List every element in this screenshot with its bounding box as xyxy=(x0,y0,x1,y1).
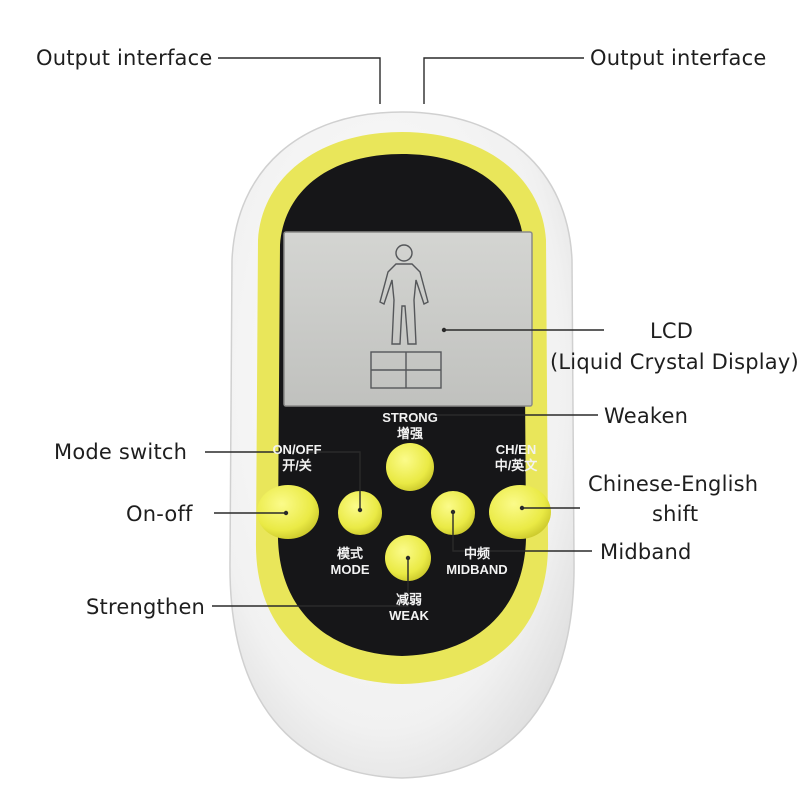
callout-output-right: Output interface xyxy=(590,46,767,70)
leader-output-left xyxy=(218,57,381,104)
midband-label: 中频 MIDBAND xyxy=(434,546,520,578)
leader-strengthen xyxy=(212,558,409,607)
strong-button[interactable] xyxy=(386,443,434,491)
leader-output-right xyxy=(423,57,584,104)
lcd-screen xyxy=(283,231,533,407)
on-off-label: ON/OFF 开/关 xyxy=(262,442,332,474)
callout-mode-switch: Mode switch xyxy=(54,440,188,464)
lcd-grid-icon xyxy=(370,351,442,389)
ch-en-label-cn: 中/英文 xyxy=(494,458,538,473)
callout-output-left: Output interface xyxy=(36,46,213,70)
leader-lines xyxy=(205,57,604,607)
callout-chinese-english-shift: shift xyxy=(652,502,699,526)
callout-strengthen: Strengthen xyxy=(86,595,206,619)
mode-button[interactable] xyxy=(338,491,382,535)
strong-label: STRONG 增强 xyxy=(370,410,450,442)
mode-label-en: MODE xyxy=(330,562,370,577)
ch-en-button[interactable] xyxy=(489,485,551,539)
ch-en-label-en: CH/EN xyxy=(495,442,537,457)
on-off-label-en: ON/OFF xyxy=(272,442,322,457)
on-off-label-cn: 开/关 xyxy=(282,458,312,473)
callout-lcd: LCD xyxy=(650,319,694,343)
callout-chinese-english: Chinese-English xyxy=(588,472,759,496)
leader-mode-switch xyxy=(205,451,361,510)
body-figure-icon xyxy=(379,244,429,345)
weak-label-cn: 减弱 xyxy=(395,592,422,607)
mode-label-cn: 模式 xyxy=(336,546,363,561)
strong-label-en: STRONG xyxy=(382,410,438,425)
mode-label: 模式 MODE xyxy=(318,546,382,578)
callout-midband: Midband xyxy=(600,540,692,564)
callout-weaken: Weaken xyxy=(604,404,689,428)
midband-label-en: MIDBAND xyxy=(446,562,508,577)
ch-en-label: CH/EN 中/英文 xyxy=(478,442,554,474)
on-off-button[interactable] xyxy=(257,485,319,539)
weak-label-en: WEAK xyxy=(389,608,429,623)
callout-on-off: On-off xyxy=(126,502,193,526)
strong-label-cn: 增强 xyxy=(396,426,423,441)
midband-label-cn: 中频 xyxy=(463,546,490,561)
callout-lcd-description: (Liquid Crystal Display) xyxy=(550,350,799,374)
weak-label: 减弱 WEAK xyxy=(374,592,444,624)
leader-dots xyxy=(283,327,525,561)
leader-midband xyxy=(452,512,592,552)
